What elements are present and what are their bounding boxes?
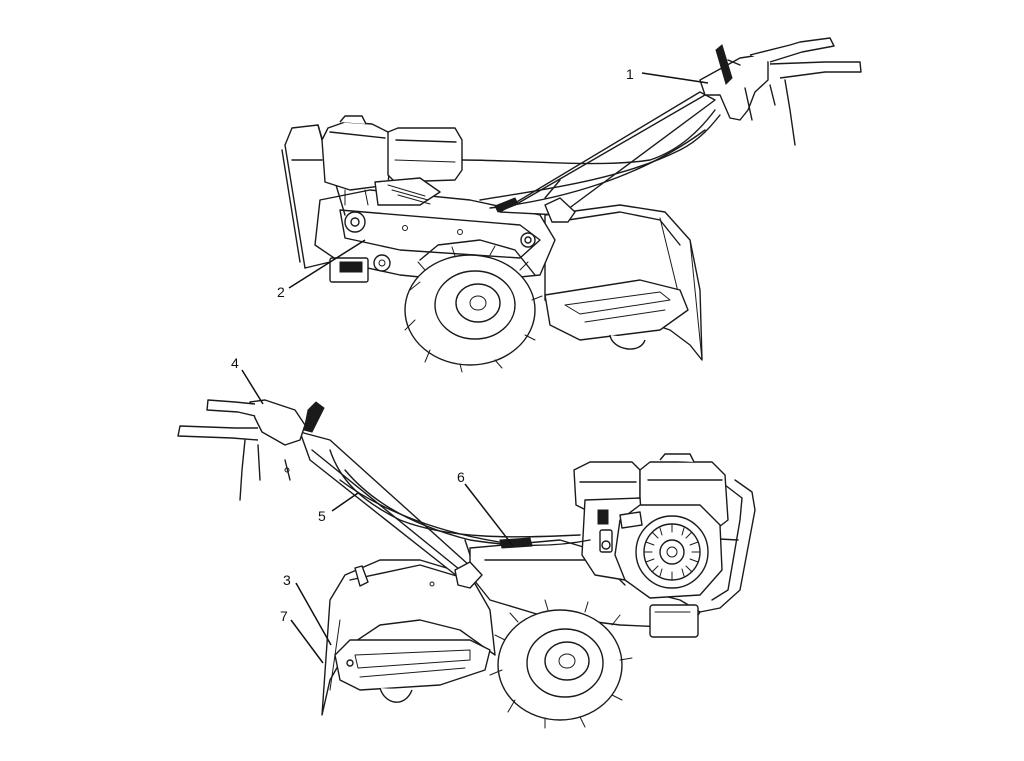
tine-shield-bottom xyxy=(321,559,496,716)
depth-flap-bottom xyxy=(334,639,491,703)
callout-labels: 1 2 3 4 5 6 7 xyxy=(231,66,634,624)
handlebar-top xyxy=(499,37,862,223)
wheel-bottom xyxy=(489,599,633,729)
tiller-top-view xyxy=(281,37,862,373)
callout-4: 4 xyxy=(231,355,239,371)
leader-6 xyxy=(464,483,514,547)
leader-7 xyxy=(290,619,324,664)
leader-3 xyxy=(295,582,332,646)
callout-3: 3 xyxy=(283,572,291,588)
leader-1 xyxy=(641,72,709,84)
leader-lines xyxy=(241,72,709,664)
leader-4 xyxy=(241,369,264,405)
tiller-bottom-view xyxy=(177,399,756,729)
depth-flap-top xyxy=(544,279,689,350)
engine-top xyxy=(321,115,463,206)
cables-top xyxy=(461,109,721,213)
callout-6: 6 xyxy=(457,469,465,485)
callout-7: 7 xyxy=(280,608,288,624)
wheel-top xyxy=(404,239,543,373)
callout-5: 5 xyxy=(318,508,326,524)
leader-2 xyxy=(288,239,366,289)
leader-5 xyxy=(331,492,359,512)
engine-bottom xyxy=(573,453,729,599)
callout-2: 2 xyxy=(277,284,285,300)
callout-1: 1 xyxy=(626,66,634,82)
lower-parts-top xyxy=(329,254,391,283)
handlebar-bottom xyxy=(177,399,483,589)
